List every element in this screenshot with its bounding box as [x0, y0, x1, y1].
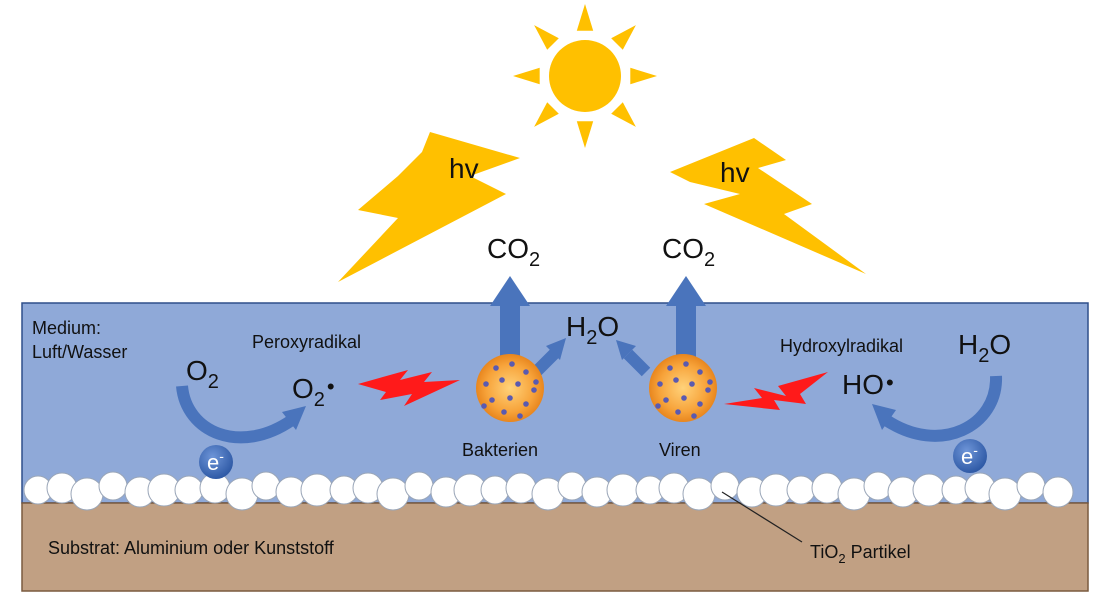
tio2-particle [480, 475, 510, 505]
medium-label-line2: Luft/Wasser [32, 342, 127, 362]
microbe-dot [707, 379, 713, 385]
microbe-dot [509, 361, 515, 367]
substrate-layer [21, 502, 1089, 592]
tio2-particle [988, 477, 1022, 511]
microbe-dot [691, 413, 697, 419]
ho-radical-label: HO• [842, 369, 894, 400]
electron-icon: e- [199, 445, 233, 479]
co2-label-left: CO2 [487, 233, 540, 271]
microbe-icon [476, 354, 544, 422]
arrow-up-icon [490, 276, 530, 360]
microbe-dot [681, 395, 687, 401]
svg-text:e-: e- [961, 442, 978, 469]
microbe-dot [663, 397, 669, 403]
microbe-dot [507, 395, 513, 401]
tio2-particle [557, 471, 587, 501]
sun-ray [611, 25, 636, 50]
bakterien-label: Bakterien [462, 440, 538, 460]
sun-ray [611, 102, 636, 127]
arrow-diagonal-icon [531, 338, 566, 377]
substrat-label: Substrat: Aluminium oder Kunststoff [48, 538, 335, 558]
hv-label-left: hv [449, 153, 479, 184]
microbe-dot [655, 403, 661, 409]
medium-layer [21, 302, 1089, 504]
hv-label-right: hv [720, 157, 750, 188]
h2o-label-right: H2O [958, 329, 1011, 367]
tio2-particle [682, 477, 716, 511]
microbe-dot [705, 387, 711, 393]
tio2-particle-layer [23, 471, 1074, 511]
tio2-particle [251, 471, 281, 501]
tio2-particle [811, 472, 843, 504]
tio2-particle [300, 473, 334, 507]
tio2-particle [606, 473, 640, 507]
microbe-dot [657, 381, 663, 387]
microbe-dot [697, 401, 703, 407]
svg-text:e-: e- [207, 448, 224, 475]
microbe-icon [649, 354, 717, 422]
arrow-diagonal-icon [616, 340, 651, 377]
microbe-dot [523, 401, 529, 407]
microbe-dot [515, 381, 521, 387]
tio2-particle [912, 473, 946, 507]
peroxyradikal-label: Peroxyradikal [252, 332, 361, 352]
electron-icon: e- [953, 439, 987, 473]
arrow-up-icon [666, 276, 706, 360]
tio2-particle [98, 471, 128, 501]
sun-ray [534, 25, 559, 50]
tio2-particle [404, 471, 434, 501]
microbe-dot [493, 365, 499, 371]
o2-label: O2 [186, 355, 219, 393]
tio2-particle [863, 471, 893, 501]
microbe-dot [501, 409, 507, 415]
tio2-particle [505, 472, 537, 504]
medium-label: Medium: [32, 318, 101, 338]
microbe-dot [489, 397, 495, 403]
microbe-dot [531, 387, 537, 393]
red-flash-icon [724, 372, 828, 410]
tio2-particle [174, 475, 204, 505]
tio2-particle [786, 475, 816, 505]
sun-ray [630, 67, 657, 85]
sun-ray [513, 67, 540, 85]
o2-radical-label: O2• [292, 373, 335, 411]
co2-label-right: CO2 [662, 233, 715, 271]
microbe-dot [697, 369, 703, 375]
sun-ray [576, 4, 594, 31]
tio2-particle [1016, 471, 1046, 501]
sun-ray [576, 121, 594, 148]
hydroxylradikal-label: Hydroxylradikal [780, 336, 903, 356]
microbe-dot [675, 409, 681, 415]
microbe-dot [683, 361, 689, 367]
sun-icon [513, 4, 657, 148]
tio2-particle [1042, 476, 1074, 508]
tio2-partikel-label: TiO2 Partikel [810, 542, 911, 566]
curved-arrow-icon [176, 385, 306, 444]
microbe-dot [533, 379, 539, 385]
tio2-particle [710, 471, 740, 501]
microbe-dot [483, 381, 489, 387]
microbe-dot [667, 365, 673, 371]
tio2-particle [70, 477, 104, 511]
viren-label: Viren [659, 440, 701, 460]
tio2-particle [376, 477, 410, 511]
microbe-dot [673, 377, 679, 383]
microbe-dot [481, 403, 487, 409]
lightning-bolt-icon [670, 138, 866, 274]
h2o-label-center: H2O [566, 311, 619, 349]
sun-ray [534, 102, 559, 127]
microbe-dot [523, 369, 529, 375]
lightning-bolt-icon [338, 132, 520, 282]
microbe-dot [689, 381, 695, 387]
red-flash-icon [358, 370, 460, 406]
microbe-dot [517, 413, 523, 419]
tio2-leader-line [721, 491, 803, 543]
curved-arrow-icon [872, 375, 1003, 442]
microbe-dot [499, 377, 505, 383]
